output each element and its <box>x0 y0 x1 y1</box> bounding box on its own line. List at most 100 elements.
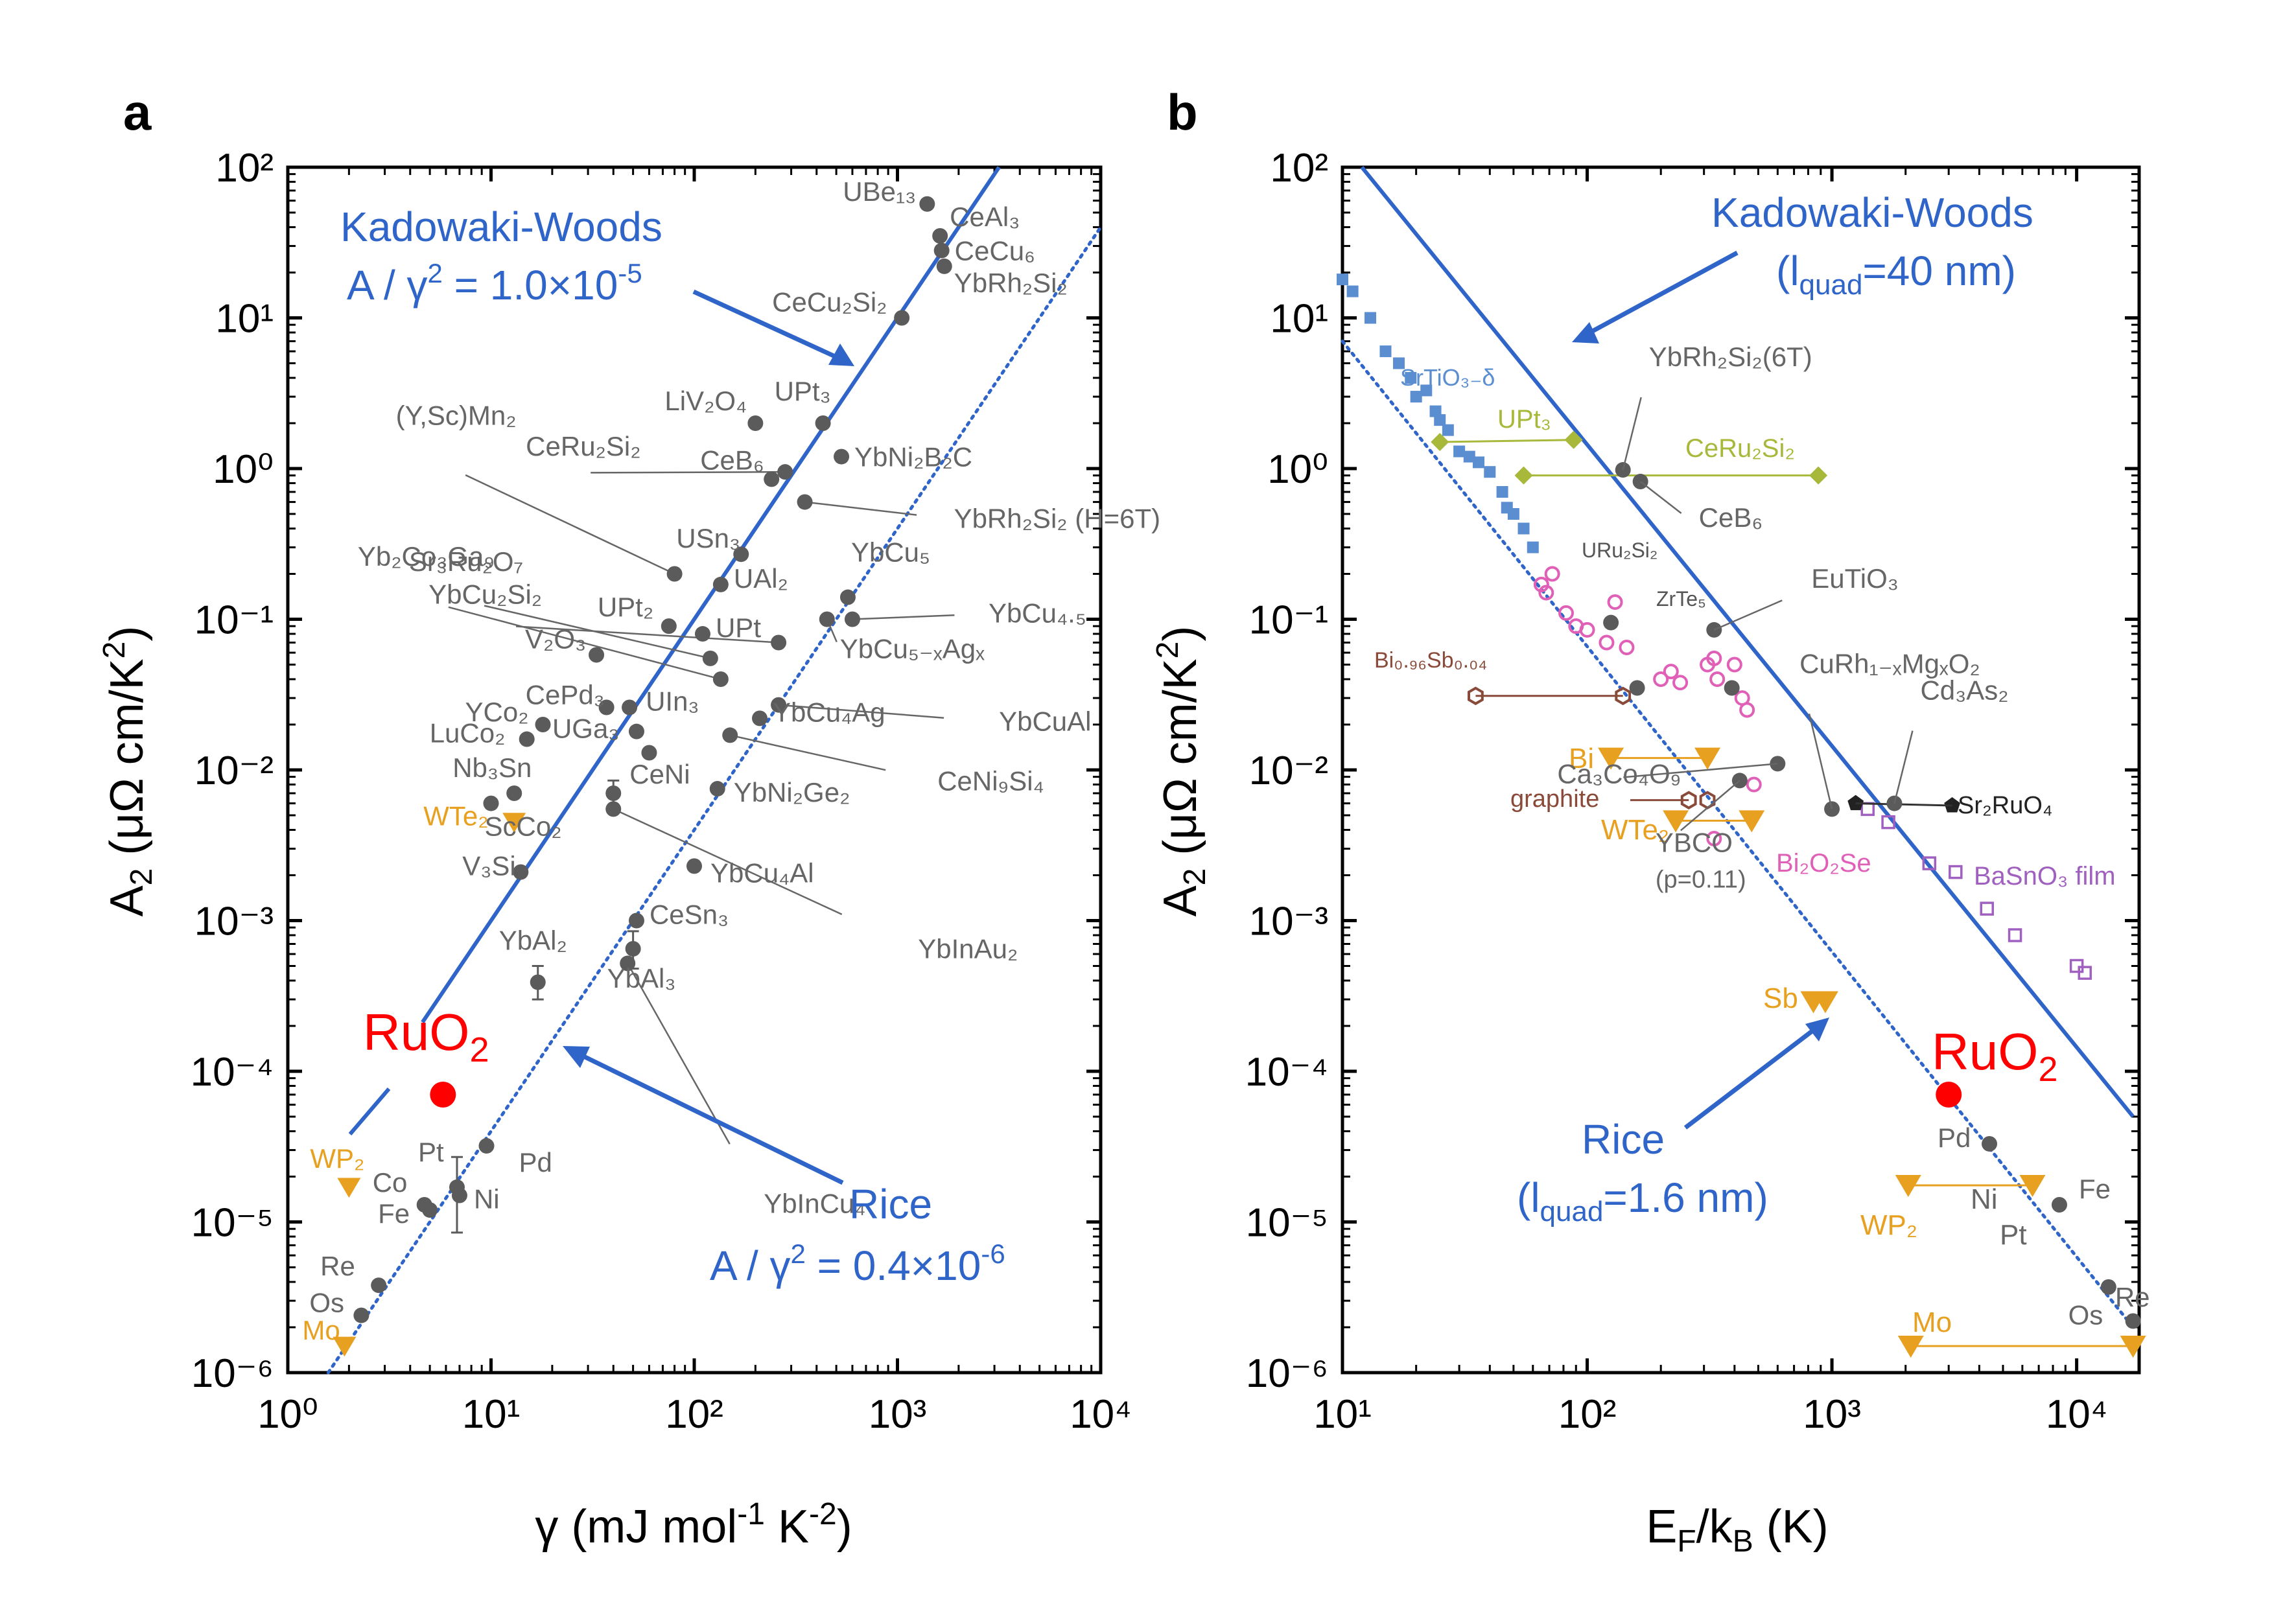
basno3-point <box>2008 928 2022 942</box>
panel-b-series-markers: SrTiO₃₋δUPt₃CeRu₂Si₂Bi₂O₂SeURu₂Si₂ZrTe₅B… <box>1337 273 2146 1358</box>
data-point <box>530 974 546 990</box>
srtio3-point <box>1507 507 1519 520</box>
point-label: UGa₃ <box>552 714 619 744</box>
data-point <box>422 1202 438 1218</box>
data-point <box>605 801 622 817</box>
point-label: V₃Si <box>462 851 515 881</box>
basno3-point <box>1881 815 1895 830</box>
point-label: WTe₂ <box>423 801 488 831</box>
leader-line <box>1622 397 1642 471</box>
data-point <box>666 566 683 582</box>
pink-open-point <box>1672 675 1689 691</box>
orange-triangle <box>1663 810 1689 833</box>
orange-triangle <box>1895 1174 1921 1197</box>
data-point <box>747 415 764 432</box>
data-point <box>752 710 768 726</box>
panel-a-rice-arrowhead <box>563 1046 590 1068</box>
data-point <box>834 448 850 465</box>
x-tick-label: 10⁴ <box>1070 1392 1132 1437</box>
leader-line <box>1893 730 1914 804</box>
y-tick-label: 10⁻⁶ <box>191 1351 274 1396</box>
pink-open-point <box>1709 671 1726 688</box>
data-point <box>839 589 856 605</box>
panel-a-ruo2-label: RuO2 <box>363 1003 489 1069</box>
point-label: Co <box>373 1167 408 1198</box>
data-point <box>620 955 636 971</box>
y-tick-label: 10² <box>215 146 274 191</box>
y-tick-label: 10⁻¹ <box>194 598 274 643</box>
y-tick-label: 10⁻² <box>1249 749 1328 793</box>
orange-triangle <box>2019 1174 2046 1197</box>
point-label: CeNi <box>629 759 690 789</box>
point-label: YbCu₅ <box>851 537 930 568</box>
y-tick-label: 10⁻⁵ <box>191 1201 274 1246</box>
pink-open-point <box>1533 576 1549 592</box>
leader-line <box>1639 481 1682 515</box>
point-label: USn₃ <box>676 523 740 553</box>
orange-label: Mo <box>1912 1307 1952 1338</box>
point-label: Fe <box>378 1198 410 1229</box>
kadowaki-woods-line <box>1360 166 2135 1118</box>
upt3-range <box>1440 439 1574 443</box>
data-point <box>733 546 749 563</box>
data-point <box>1603 614 1619 631</box>
srtio3-point <box>1346 285 1359 297</box>
point-label: YCo₂ <box>465 697 529 727</box>
data-point <box>771 634 787 651</box>
orange-triangle <box>2120 1336 2146 1358</box>
srtio3-point <box>1527 541 1539 553</box>
basno3-point <box>1860 802 1875 817</box>
upt3-point <box>1564 430 1583 449</box>
y-tick-label: 10⁻⁴ <box>191 1050 274 1095</box>
x-tick-label: 10² <box>1558 1392 1617 1437</box>
pink-open-point <box>1538 585 1554 601</box>
orange-label: Bi <box>1569 743 1594 774</box>
srtio3-point <box>1420 384 1433 397</box>
srtio3-point <box>1434 414 1446 426</box>
srtio3-point <box>1337 273 1348 286</box>
panel-b-rice-sub: (lquad=1.6 nm) <box>1517 1174 1768 1227</box>
point-label: Cd₃As₂ <box>1920 675 2008 706</box>
pink-open-point <box>1544 566 1560 582</box>
data-point <box>353 1307 369 1323</box>
y-tick-label: 10⁻² <box>194 749 274 793</box>
data-point <box>686 858 702 874</box>
pink-open-point <box>1619 639 1635 655</box>
data-point <box>371 1277 387 1294</box>
point-label: Nb₃Sn <box>452 752 532 783</box>
point-label: (Y,Sc)Mn₂ <box>396 401 517 431</box>
srtio3-point <box>1473 456 1485 469</box>
leader-line <box>465 474 675 575</box>
data-point <box>844 611 860 627</box>
pink-open-point <box>1746 776 1762 793</box>
y-tick-label: 10¹ <box>215 297 274 342</box>
triangle-point <box>337 1178 361 1198</box>
pink-open-point <box>1706 650 1722 666</box>
x-tick-label: 10⁰ <box>257 1392 318 1437</box>
data-point <box>722 727 738 743</box>
leader-line <box>778 704 944 719</box>
data-point <box>513 864 529 880</box>
srtio3-label: SrTiO₃₋δ <box>1400 364 1495 391</box>
orange-label: Sb <box>1763 982 1798 1014</box>
leader-line <box>804 501 917 516</box>
upt3-label: UPt₃ <box>1497 405 1551 434</box>
y-tick-label: 10⁻³ <box>1249 900 1328 944</box>
panel-a-ticks <box>286 165 1103 1375</box>
data-point <box>478 1138 495 1154</box>
triangle-point <box>333 1336 357 1357</box>
point-label: CeAl₃ <box>950 202 1020 232</box>
leader-line <box>516 625 779 644</box>
panel-a-kw-arrowhead <box>828 343 854 366</box>
data-point <box>605 785 622 802</box>
orange-triangle <box>1897 1336 1924 1358</box>
panel-b-ticks <box>1341 165 2139 1375</box>
point-label: YbCuAl <box>999 706 1091 737</box>
leader-line <box>1623 763 1778 778</box>
data-point <box>661 618 677 634</box>
data-point <box>1629 680 1645 696</box>
leader-line <box>448 606 721 680</box>
ceru2si2-point <box>1809 466 1828 485</box>
